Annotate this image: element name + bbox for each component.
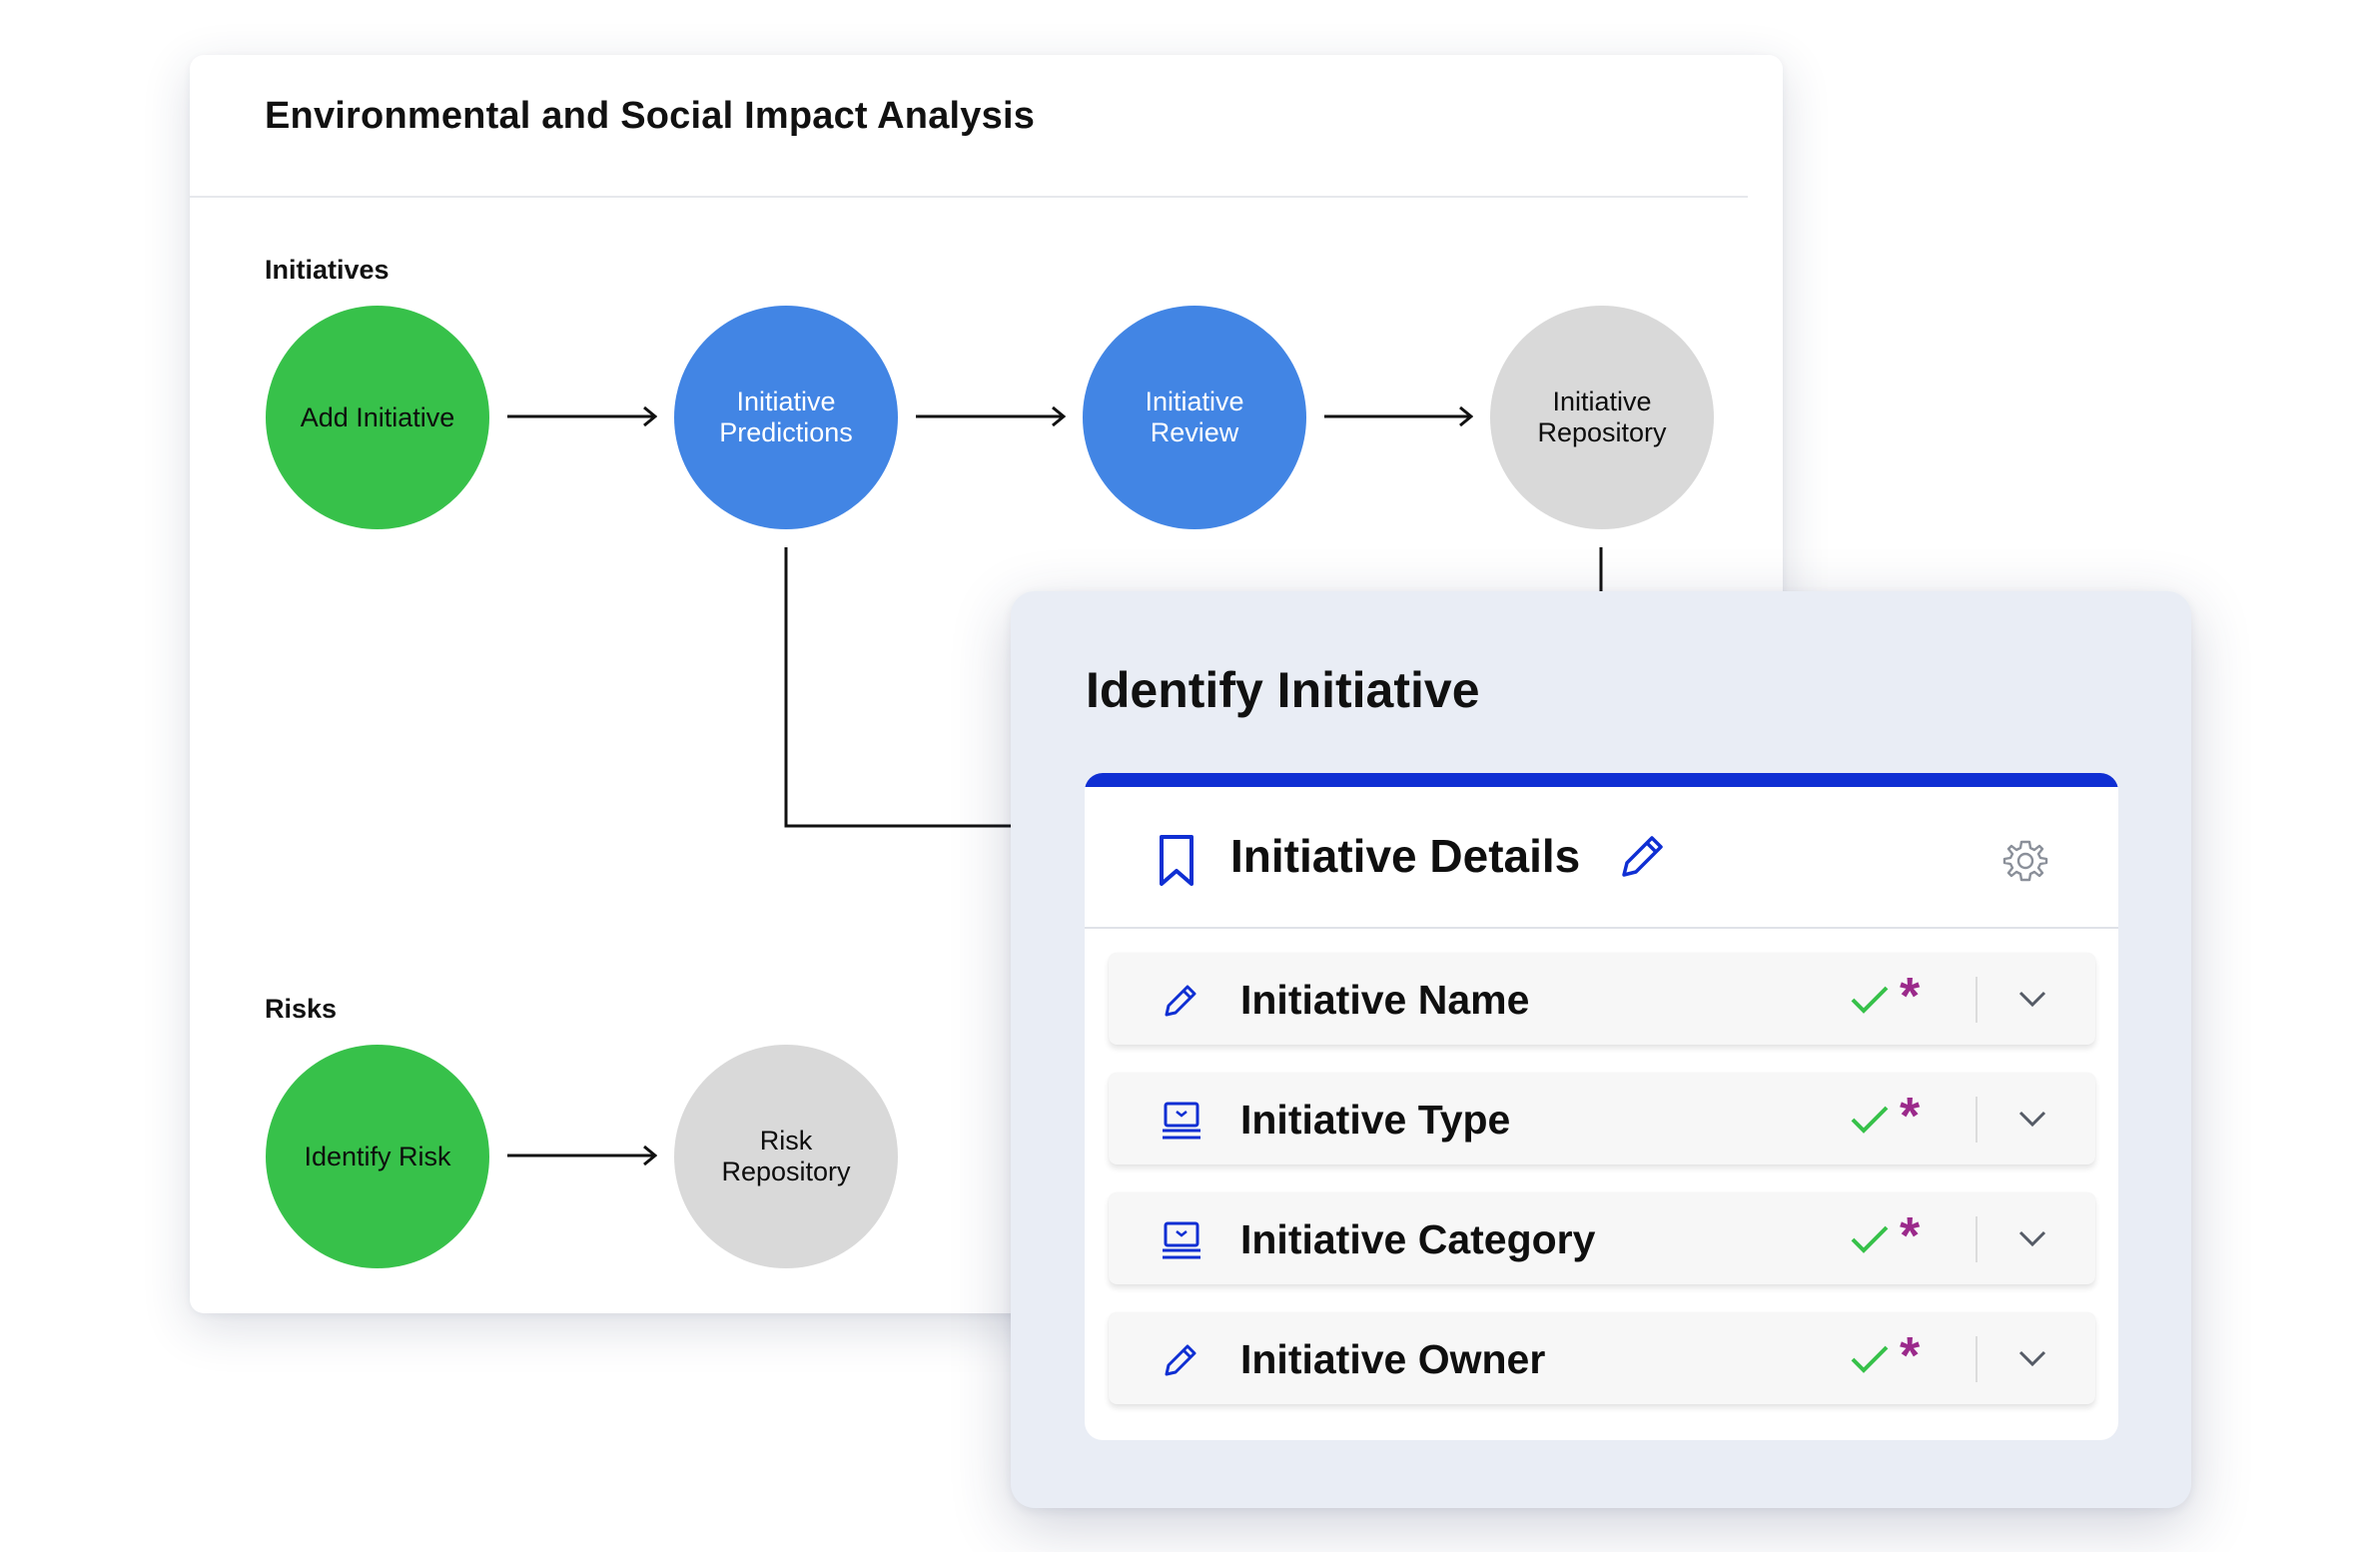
initiative-details-panel: Initiative Details Initiative Name *	[1085, 773, 2118, 1440]
workflow-title: Environmental and Social Impact Analysis	[265, 95, 1036, 137]
pencil-icon[interactable]	[1616, 831, 1668, 883]
field-separator	[1976, 1336, 1978, 1382]
node-add-initiative-label: Add Initiative	[300, 401, 455, 432]
node-risk-repository[interactable]: Risk Repository	[674, 1045, 898, 1268]
risks-section-label: Risks	[265, 994, 338, 1024]
bookmark-icon	[1160, 835, 1193, 886]
field-initiative-category[interactable]: Initiative Category *	[1109, 1192, 2095, 1284]
node-initiative-predictions[interactable]: Initiative Predictions	[674, 306, 898, 529]
required-asterisk: *	[1900, 1088, 1921, 1146]
field-label: Initiative Category	[1240, 1216, 1596, 1262]
initiatives-section-label: Initiatives	[265, 255, 390, 285]
chevron-down-icon[interactable]	[2017, 989, 2047, 1009]
field-separator	[1976, 1097, 1978, 1143]
chevron-down-icon[interactable]	[2017, 1228, 2047, 1248]
field-initiative-name[interactable]: Initiative Name *	[1109, 953, 2095, 1045]
node-identify-risk-label: Identify Risk	[304, 1141, 451, 1171]
node-initiative-repository-label: Initiative Repository	[1537, 387, 1667, 447]
workflow-divider	[190, 196, 1748, 198]
identify-initiative-card: Identify Initiative Initiative Details	[1011, 591, 2191, 1508]
panel-header: Initiative Details	[1085, 787, 2118, 929]
check-icon	[1851, 1225, 1889, 1253]
node-initiative-review[interactable]: Initiative Review	[1083, 306, 1306, 529]
check-icon	[1851, 986, 1889, 1014]
node-add-initiative[interactable]: Add Initiative	[266, 306, 489, 529]
field-separator	[1976, 977, 1978, 1023]
check-icon	[1851, 1345, 1889, 1373]
connector-predictions-to-form	[784, 547, 1019, 828]
chevron-down-icon[interactable]	[2017, 1109, 2047, 1129]
chevron-down-icon[interactable]	[2017, 1348, 2047, 1368]
pencil-icon	[1165, 985, 1196, 1017]
node-initiative-predictions-label: Initiative Predictions	[719, 387, 853, 447]
monitor-list-icon	[1163, 1102, 1200, 1140]
panel-accent-bar	[1085, 773, 2118, 787]
node-identify-risk[interactable]: Identify Risk	[266, 1045, 489, 1268]
field-initiative-type[interactable]: Initiative Type *	[1109, 1073, 2095, 1164]
field-label: Initiative Type	[1240, 1097, 1511, 1143]
monitor-list-icon	[1163, 1221, 1200, 1259]
field-label: Initiative Name	[1240, 977, 1530, 1023]
gear-icon[interactable]	[2001, 837, 2049, 885]
form-title: Identify Initiative	[1086, 662, 1480, 718]
node-risk-repository-label: Risk Repository	[721, 1126, 851, 1186]
panel-title: Initiative Details	[1230, 830, 1581, 882]
node-initiative-review-label: Initiative Review	[1145, 387, 1244, 447]
pencil-icon	[1165, 1344, 1196, 1376]
field-separator	[1976, 1216, 1978, 1262]
required-asterisk: *	[1900, 968, 1921, 1026]
check-icon	[1851, 1106, 1889, 1134]
required-asterisk: *	[1900, 1207, 1921, 1265]
required-asterisk: *	[1900, 1327, 1921, 1385]
field-label: Initiative Owner	[1240, 1336, 1546, 1382]
node-initiative-repository[interactable]: Initiative Repository	[1490, 306, 1714, 529]
field-initiative-owner[interactable]: Initiative Owner *	[1109, 1312, 2095, 1404]
